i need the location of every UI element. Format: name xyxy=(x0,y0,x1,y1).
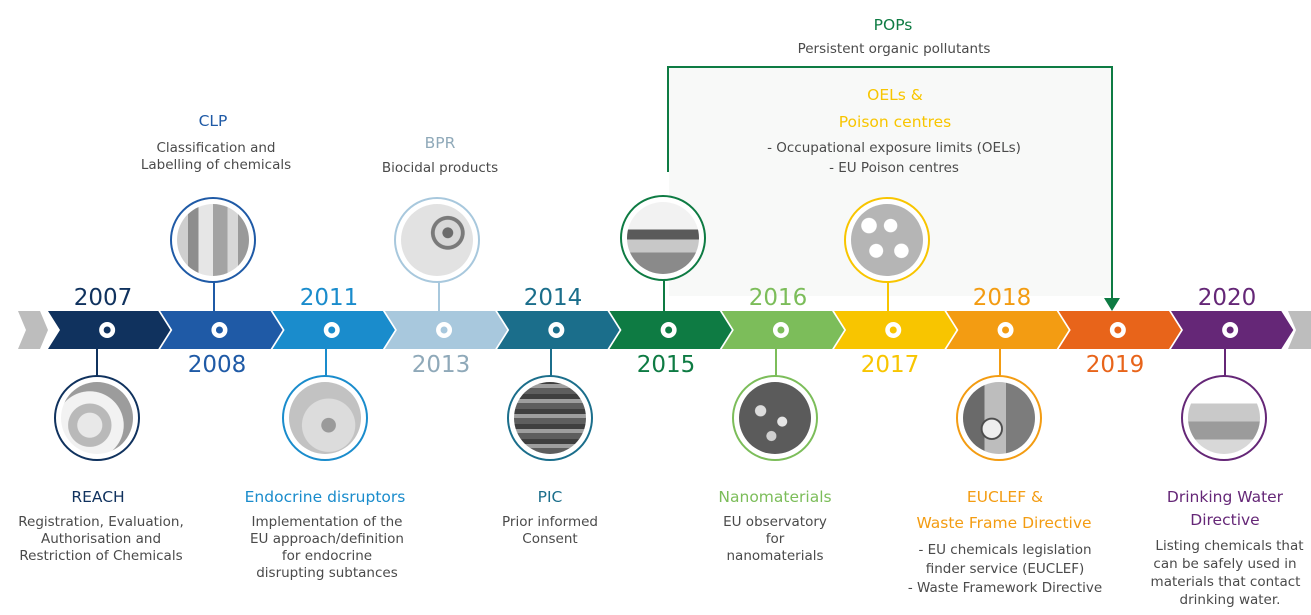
year-2018: 2018 xyxy=(972,285,1032,311)
year-2015: 2015 xyxy=(636,352,696,378)
water-desc-line3: materials that contact xyxy=(1150,574,1301,590)
water-title-line1: Drinking Water xyxy=(1166,488,1284,506)
year-2014: 2014 xyxy=(523,285,583,311)
oels-desc-line2: - EU Poison centres xyxy=(829,160,959,176)
connector-bpr xyxy=(438,282,440,314)
molecule-network-photo xyxy=(732,375,818,461)
segment-2014-marker-center xyxy=(552,326,560,334)
pic-title: PIC xyxy=(537,488,563,506)
segment-2011-marker-center xyxy=(328,326,336,334)
year-2013: 2013 xyxy=(411,352,471,378)
year-2019: 2019 xyxy=(1085,352,1145,378)
bacteria-photo xyxy=(394,197,480,283)
timeline-end-chevron xyxy=(1288,311,1311,349)
segment-2019-marker-center xyxy=(1114,326,1122,334)
connector-nano xyxy=(775,343,777,377)
water-desc-line2: can be safely used in xyxy=(1153,556,1297,572)
endocrine-title: Endocrine disruptors xyxy=(244,488,406,506)
pic-desc: Prior informed Consent xyxy=(502,514,598,547)
segment-2007-marker-center xyxy=(103,326,111,334)
connector-clp xyxy=(213,282,215,314)
segment-2013-marker-center xyxy=(440,326,448,334)
euclef-desc-line3: - Waste Framework Directive xyxy=(907,580,1103,596)
clp-title: CLP xyxy=(198,112,228,130)
connector-reach xyxy=(96,343,98,377)
segment-2018-marker-center xyxy=(1002,326,1010,334)
euclef-title-line2: Waste Frame Directive xyxy=(916,514,1092,532)
connector-endocrine xyxy=(325,343,327,377)
water-title-line2: Directive xyxy=(1190,511,1260,529)
year-2016: 2016 xyxy=(748,285,808,311)
segment-2020-marker-center xyxy=(1226,326,1234,334)
reach-title: REACH xyxy=(71,488,125,506)
water-desc-line4: drinking water. xyxy=(1179,592,1281,608)
lab-glassware-photo xyxy=(54,375,140,461)
year-2020: 2020 xyxy=(1197,285,1257,311)
lake-landscape-photo xyxy=(620,195,706,281)
segment-2017-marker-center xyxy=(889,326,897,334)
pops-desc: Persistent organic pollutants xyxy=(797,41,991,57)
year-2008: 2008 xyxy=(187,352,247,378)
industrial-gauges-photo xyxy=(956,375,1042,461)
pops-arrowhead xyxy=(1104,298,1120,311)
water-desc-line1: Listing chemicals that xyxy=(1155,538,1304,554)
cleaning-bottles-photo xyxy=(170,197,256,283)
connector-euclef xyxy=(999,343,1001,377)
oels-title-line2: Poison centres xyxy=(838,113,952,131)
reach-desc: Registration, Evaluation, Authorisation … xyxy=(18,514,184,564)
segment-2016-marker-center xyxy=(777,326,785,334)
oels-title-line1: OELs & xyxy=(867,86,923,104)
pops-title: POPs xyxy=(873,16,913,34)
segment-2015-marker-center xyxy=(665,326,673,334)
euclef-desc-line2: finder service (EUCLEF) xyxy=(925,561,1085,577)
connector-pic xyxy=(550,343,552,377)
nano-desc: EU observatory for nanomaterials xyxy=(723,514,827,564)
bpr-title: BPR xyxy=(424,134,456,152)
oels-desc-line1: - Occupational exposure limits (OELs) xyxy=(767,140,1021,156)
year-2007: 2007 xyxy=(73,285,133,311)
year-2017: 2017 xyxy=(860,352,920,378)
euclef-desc-line1: - EU chemicals legislation xyxy=(918,542,1092,558)
connector-pops xyxy=(663,280,665,314)
bpr-desc: Biocidal products xyxy=(381,160,499,176)
thyroid-photo xyxy=(282,375,368,461)
segment-2008-marker-center xyxy=(215,326,223,334)
shipping-containers-photo xyxy=(507,375,593,461)
water-glass-photo xyxy=(1181,375,1267,461)
connector-oels xyxy=(887,282,889,314)
euclef-title-line1: EUCLEF & xyxy=(966,488,1044,506)
pills-blister-photo xyxy=(844,197,930,283)
connector-water xyxy=(1224,343,1226,377)
pops-bracket-line xyxy=(667,66,1113,300)
clp-desc: Classification and Labelling of chemical… xyxy=(140,140,292,173)
endocrine-desc: Implementation of the EU approach/defini… xyxy=(250,514,404,581)
year-2011: 2011 xyxy=(299,285,359,311)
timeline-start-chevron xyxy=(18,311,48,349)
nano-title: Nanomaterials xyxy=(718,488,832,506)
